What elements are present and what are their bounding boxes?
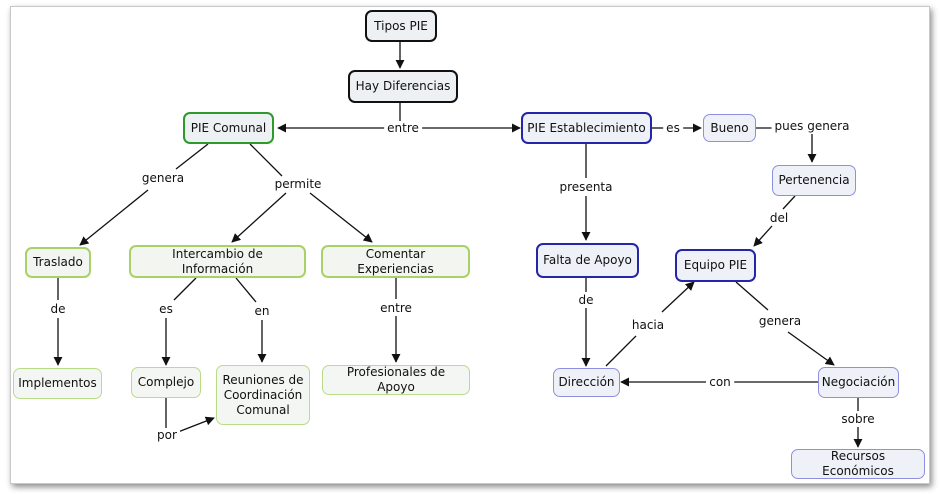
node-direccion[interactable]: Dirección — [553, 368, 620, 397]
edge-intercambio-en — [235, 277, 257, 303]
label-entre-comentar: entre — [377, 301, 415, 315]
node-pie-comunal[interactable]: PIE Comunal — [183, 112, 274, 144]
node-implementos[interactable]: Implementos — [13, 368, 102, 399]
edge-del-equipo — [753, 225, 773, 247]
node-negociacion[interactable]: Negociación — [818, 367, 899, 398]
node-comentar-experiencias[interactable]: Comentar Experiencias — [321, 245, 470, 278]
edge-genera-negociacion — [787, 331, 835, 366]
label-del: del — [766, 211, 792, 225]
node-recursos-economicos[interactable]: Recursos Económicos — [791, 449, 925, 479]
node-intercambio[interactable]: Intercambio de Información — [129, 245, 306, 278]
edge-hacia-equipo — [661, 281, 695, 313]
edge-comunal-genera — [175, 143, 209, 170]
node-complejo[interactable]: Complejo — [131, 367, 201, 398]
label-es-intercambio: es — [156, 302, 176, 316]
label-genera-right: genera — [755, 314, 805, 328]
edge-permite-comentar — [309, 192, 373, 243]
edge-equipo-genera — [735, 281, 769, 311]
edge-direccion-hacia — [605, 335, 637, 367]
label-hacia: hacia — [628, 318, 668, 332]
node-pie-establecimiento[interactable]: PIE Establecimiento — [521, 112, 652, 144]
edge-comunal-permite — [249, 143, 283, 177]
label-de-falta: de — [575, 293, 597, 307]
label-con: con — [706, 375, 734, 389]
label-permite: permite — [271, 177, 325, 191]
label-por: por — [154, 428, 180, 442]
node-hay-diferencias[interactable]: Hay Diferencias — [348, 70, 458, 103]
edge-por-reuniones — [177, 416, 215, 433]
edge-genera-traslado — [79, 189, 149, 246]
label-sobre: sobre — [838, 412, 878, 426]
label-en: en — [251, 304, 273, 318]
label-presenta: presenta — [556, 180, 616, 194]
label-es: es — [663, 121, 683, 135]
edge-pertenencia-del — [782, 195, 796, 210]
node-bueno[interactable]: Bueno — [703, 114, 756, 142]
label-genera-left: genera — [138, 171, 188, 185]
node-falta-de-apoyo[interactable]: Falta de Apoyo — [536, 243, 639, 278]
node-equipo-pie[interactable]: Equipo PIE — [675, 249, 756, 282]
node-profesionales-de-apoyo[interactable]: Profesionales de Apoyo — [322, 365, 470, 395]
node-reuniones-coordinacion[interactable]: Reuniones de Coordinación Comunal — [216, 365, 310, 425]
label-de-traslado: de — [47, 302, 69, 316]
edge-intercambio-es — [173, 277, 197, 301]
node-tipos-pie[interactable]: Tipos PIE — [365, 10, 437, 42]
edge-permite-intercambio — [231, 192, 287, 243]
label-entre: entre — [384, 121, 422, 135]
node-traslado[interactable]: Traslado — [25, 247, 91, 278]
label-pues-genera: pues genera — [771, 119, 853, 133]
node-pertenencia[interactable]: Pertenencia — [772, 165, 856, 196]
